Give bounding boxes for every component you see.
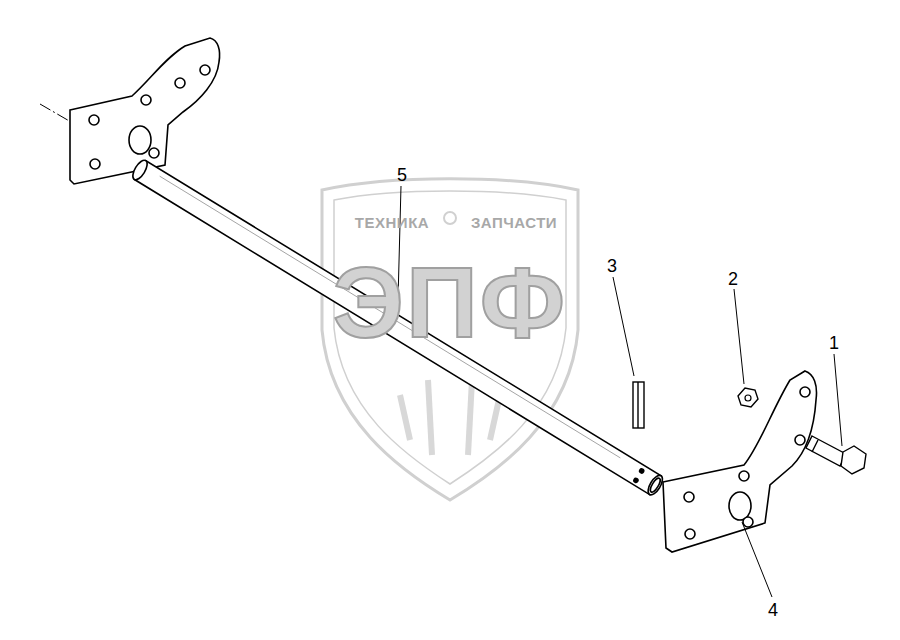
callout-number: 3 [607, 257, 617, 275]
right-plate [663, 371, 817, 552]
left-plate [70, 38, 220, 184]
callout-number: 2 [728, 270, 738, 288]
watermark-text: ТЕХНИКА [355, 215, 429, 230]
callout-number: 5 [397, 166, 407, 184]
watermark-shield [322, 179, 578, 500]
callout-number: 1 [829, 334, 839, 352]
bolt-part [806, 436, 866, 474]
watermark-text: ЗАПЧАСТИ [471, 215, 557, 230]
pin-part [633, 382, 644, 428]
tube-part [130, 158, 665, 497]
callout-number: 4 [768, 601, 778, 619]
nut-part [738, 388, 758, 407]
leader-lines [398, 186, 842, 597]
watermark-logo: ЭПФ [333, 252, 567, 352]
